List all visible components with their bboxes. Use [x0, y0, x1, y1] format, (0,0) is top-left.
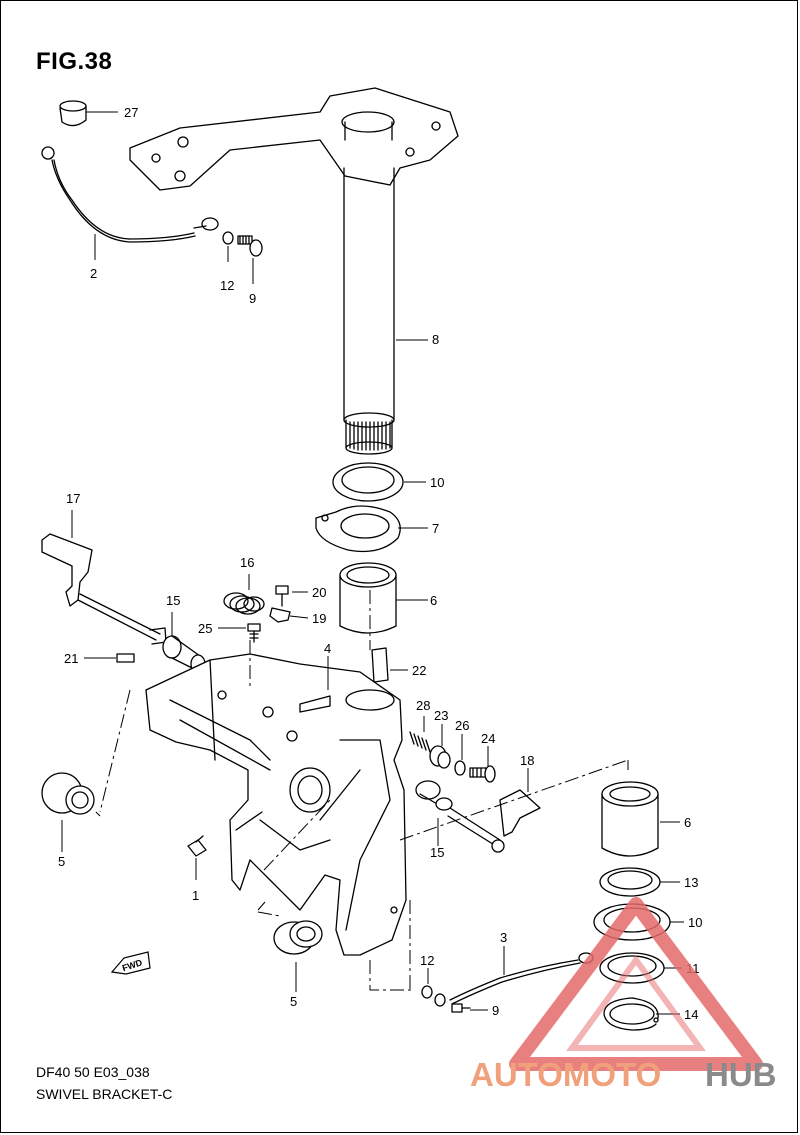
part-28-spring: [409, 731, 431, 753]
callout-18: 18: [520, 753, 534, 768]
callout-27: 27: [124, 105, 138, 120]
watermark-brand-part2: HUB: [705, 1056, 777, 1093]
callout-5: 5: [58, 854, 65, 869]
callout-12b: 12: [420, 953, 434, 968]
callout-15b: 15: [430, 845, 444, 860]
callout-26: 26: [455, 718, 469, 733]
part-19-stopper: [269, 607, 291, 623]
part-5-bushing-left: [41, 772, 95, 815]
callout-21: 21: [64, 651, 78, 666]
callout-19: 19: [312, 611, 326, 626]
callout-23: 23: [434, 708, 448, 723]
part-18-lever: [447, 789, 541, 853]
callout-20: 20: [312, 585, 326, 600]
assembly-lines: [95, 590, 629, 991]
callout-13: 13: [684, 875, 698, 890]
part-7-plate: [315, 505, 401, 553]
part-26-washer: [454, 760, 466, 776]
callout-12: 12: [220, 278, 234, 293]
callout-9: 9: [249, 291, 256, 306]
part-9-bolt: [237, 235, 263, 257]
callout-2: 2: [90, 266, 97, 281]
part-21-pin: [116, 653, 135, 663]
callout-10: 10: [430, 475, 444, 490]
part-6-bushing-right: [601, 781, 659, 857]
part-24-bolt: [469, 765, 496, 783]
watermark-logo: [509, 897, 763, 1071]
part-1-nipple: [187, 835, 207, 857]
part-15-bushing-right: [415, 780, 453, 811]
callout-3: 3: [500, 930, 507, 945]
callout-4: 4: [324, 641, 331, 656]
part-6-bushing: [339, 562, 397, 634]
part-27-plug: [59, 100, 87, 127]
callout-22: 22: [412, 663, 426, 678]
part-17-lever: [41, 533, 167, 645]
callout-8: 8: [432, 332, 439, 347]
callout-9b: 9: [492, 1003, 499, 1018]
part-2-wire: [41, 146, 219, 243]
callout-1: 1: [192, 888, 199, 903]
part-steering-arm: [129, 87, 459, 191]
fwd-arrow-icon: FWD: [110, 951, 151, 975]
part-13-washer: [599, 867, 661, 897]
part-20-bolt: [275, 585, 289, 607]
part-8-shaft: [343, 167, 395, 455]
part-22-clip: [371, 647, 389, 683]
part-12-washer-lower: [421, 985, 433, 999]
part-23-knob: [429, 745, 451, 769]
callout-15: 15: [166, 593, 180, 608]
callout-25: 25: [198, 621, 212, 636]
part-14-circlip: [603, 997, 659, 1031]
callout-6b: 6: [684, 815, 691, 830]
part-9-bolt-lower: [451, 1003, 471, 1013]
callout-10b: 10: [688, 915, 702, 930]
part-5-bushing-lower: [273, 920, 323, 955]
figure-title: FIG.38: [36, 48, 113, 75]
model-code: DF40 50 E03_038: [36, 1064, 150, 1080]
callout-7: 7: [432, 521, 439, 536]
section-name: SWIVEL BRACKET-C: [36, 1086, 173, 1102]
part-4-swivel-bracket: [145, 653, 407, 956]
callout-14: 14: [684, 1007, 698, 1022]
callout-28: 28: [416, 698, 430, 713]
callout-16: 16: [240, 555, 254, 570]
part-10-washer: [332, 462, 404, 502]
callout-5b: 5: [290, 994, 297, 1009]
watermark-brand-part1: AUTOMOTO: [470, 1056, 661, 1093]
callout-17: 17: [66, 491, 80, 506]
part-25-bolt: [247, 623, 261, 643]
part-12-washer: [222, 231, 234, 245]
callout-6: 6: [430, 593, 437, 608]
callout-labels: 27 2 12 9 8 10 7 17 16 20 6 15 19 25 4 2…: [58, 105, 702, 1022]
part-16-spring: [223, 592, 265, 615]
callout-24: 24: [481, 731, 495, 746]
